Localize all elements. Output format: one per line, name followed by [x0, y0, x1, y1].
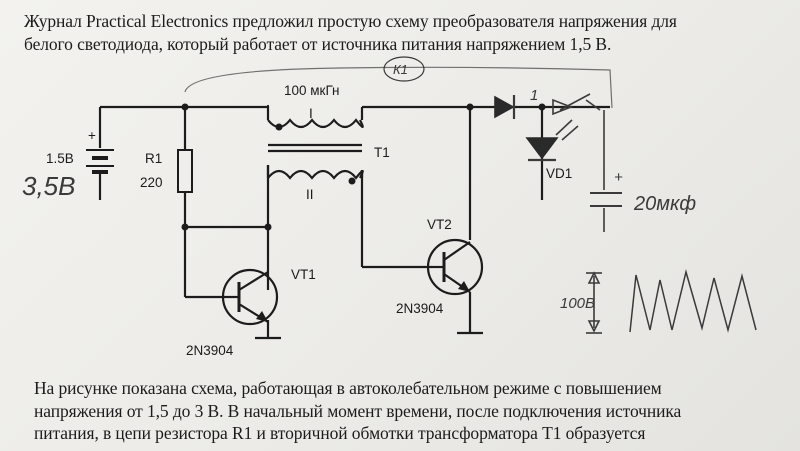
secondary-polarity-dot: [348, 177, 356, 185]
vt2-model: 2N3904: [396, 301, 444, 316]
body-paragraph: На рисунке показана схема, работающая в …: [34, 377, 681, 445]
secondary-winding-label: II: [306, 187, 314, 202]
handwritten-capacitor-value: 20мкф: [633, 193, 696, 215]
transistor-vt2: [426, 238, 484, 296]
vt1-label: VT1: [291, 267, 316, 282]
battery-plus-sign: +: [88, 128, 96, 143]
transformer-secondary-winding: [266, 165, 364, 180]
primary-polarity-dot: [275, 123, 283, 131]
handwritten-voltage-peak: 100В: [560, 295, 595, 312]
vt1-model: 2N3904: [186, 343, 234, 358]
intro-line: Журнал Practical Electronics предложил п…: [24, 11, 677, 31]
primary-winding-label: I: [309, 106, 313, 121]
body-line: питания, в цепи резистора R1 и вторичной…: [34, 423, 646, 443]
battery-symbol: [86, 149, 114, 174]
handwritten-battery-voltage: 3,5В: [22, 171, 76, 201]
resistor-label: R1: [145, 151, 162, 166]
intro-line: белого светодиода, который работает от и…: [24, 33, 612, 54]
transformer-label: T1: [374, 145, 390, 160]
handwritten-diode-number: 1: [530, 87, 538, 104]
vt2-label: VT2: [427, 217, 452, 232]
diode-label: VD1: [546, 166, 572, 181]
inductance-label: 100 мкГн: [284, 83, 339, 98]
handwritten-k1-note: К1: [393, 62, 408, 77]
handwritten-capacitor-plus: +: [614, 169, 623, 186]
junction-dots: [181, 103, 546, 231]
resistor-r1: [177, 149, 193, 193]
battery-label: 1.5В: [46, 151, 74, 166]
body-line: На рисунке показана схема, работающая в …: [34, 378, 662, 398]
body-line: напряжения от 1,5 до 3 В. В начальный мо…: [34, 400, 682, 421]
printed-wires: [98, 105, 610, 340]
handwritten-annotations: [184, 56, 757, 334]
transistor-vt1: [221, 268, 279, 326]
resistor-value: 220: [140, 175, 163, 190]
intro-paragraph: Журнал Practical Electronics предложил п…: [24, 10, 677, 55]
transformer-primary-winding: [266, 104, 364, 129]
